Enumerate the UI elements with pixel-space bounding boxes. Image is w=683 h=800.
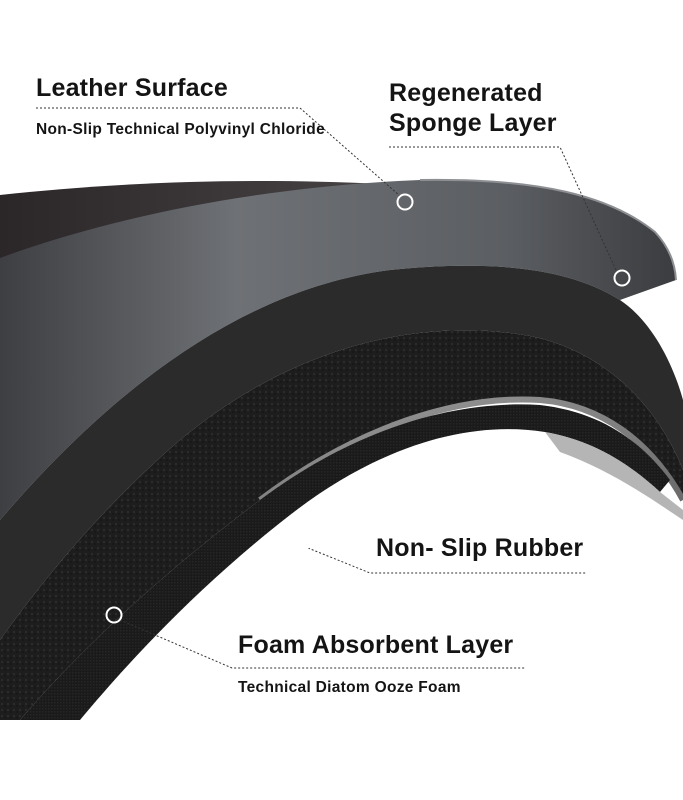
sponge-layer-shape (0, 265, 683, 640)
leather-surface-title: Leather Surface (36, 74, 228, 102)
sponge-marker (613, 269, 631, 287)
foam-layer-shape (20, 404, 670, 720)
rubber-layer-shape (0, 330, 683, 720)
leather-surface-subtitle: Non-Slip Technical Polyvinyl Chloride (36, 121, 325, 138)
leather-marker (396, 193, 414, 211)
foam-layer-subtitle: Technical Diatom Ooze Foam (238, 679, 461, 696)
foam-marker (105, 606, 123, 624)
sponge-layer-title: Regenerated Sponge Layer (389, 79, 557, 137)
leather-callout-line (36, 107, 401, 197)
rubber-marker (293, 534, 311, 552)
leather-surface-shape (0, 179, 676, 521)
sponge-callout-line (389, 146, 617, 271)
rubber-layer-title: Non- Slip Rubber (376, 534, 584, 562)
foam-callout-line (119, 619, 526, 669)
foam-layer-title: Foam Absorbent Layer (238, 631, 514, 659)
